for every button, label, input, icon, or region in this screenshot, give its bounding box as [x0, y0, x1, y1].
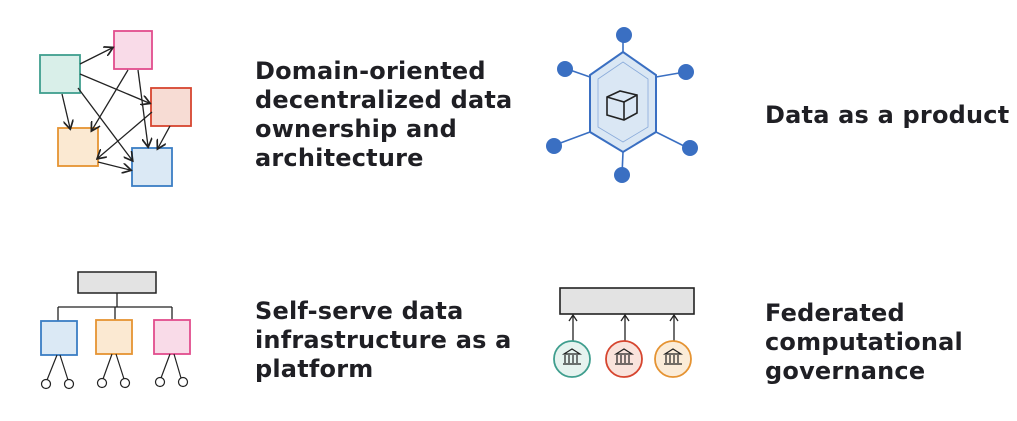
- node-dot: [616, 27, 632, 43]
- node-dot: [557, 61, 573, 77]
- principle-federated-governance: Federated computational governance: [540, 250, 1017, 421]
- node-dot: [546, 138, 562, 154]
- node-dot: [682, 140, 698, 156]
- governance-bar: [559, 287, 695, 315]
- platform-bar: [77, 271, 157, 294]
- domain-box-orange: [57, 127, 99, 167]
- principle-self-serve-platform: Self-serve data infrastructure as a plat…: [0, 250, 511, 421]
- domain-circle-teal: [553, 340, 591, 378]
- domain-box-blue: [131, 147, 173, 187]
- principle-label-domain-ownership: Domain-oriented decentralized data owner…: [255, 57, 513, 172]
- governance-bank-icon: [553, 287, 695, 378]
- platform-box-pink: [153, 319, 191, 355]
- node-dot: [678, 64, 694, 80]
- domain-box-teal: [39, 54, 81, 94]
- cube-icon: [606, 90, 638, 121]
- hexagon-product-icon: [546, 27, 698, 183]
- principle-data-product: Data as a product: [540, 0, 1017, 210]
- domain-circle-orange: [654, 340, 692, 378]
- bank-icon: [561, 348, 684, 365]
- domain-box-pink: [113, 30, 153, 70]
- domain-box-red: [150, 87, 192, 127]
- platform-box-blue: [40, 320, 78, 356]
- domain-graph-icon: [39, 30, 192, 187]
- domain-circle-red: [605, 340, 643, 378]
- platform-box-orange: [95, 319, 133, 355]
- principle-domain-ownership: Domain-oriented decentralized data owner…: [0, 0, 512, 210]
- principle-label-data-product: Data as a product: [765, 101, 1010, 129]
- node-dot: [614, 167, 630, 183]
- principle-label-self-serve-platform: Self-serve data infrastructure as a plat…: [255, 297, 512, 383]
- principle-label-federated-governance: Federated computational governance: [765, 299, 963, 385]
- platform-tree-icon: [40, 271, 191, 390]
